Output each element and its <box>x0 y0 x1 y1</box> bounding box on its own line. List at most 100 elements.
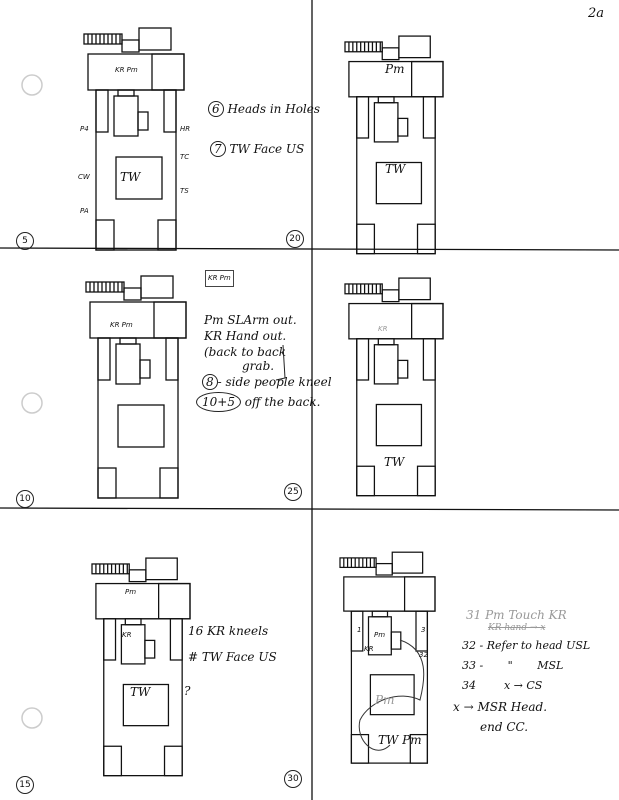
movement-arrow <box>358 639 425 751</box>
stage-diagram-20 <box>344 35 444 255</box>
diagram-label: Pm <box>125 588 137 596</box>
cue-number: 7 <box>210 141 226 157</box>
podium-top <box>124 618 142 626</box>
corner-box-right <box>409 733 429 764</box>
binder-hole <box>21 707 43 729</box>
note: 10+5 off the back. <box>196 392 321 412</box>
diagram-label: TC <box>180 153 190 161</box>
page-label: 2a <box>588 6 605 21</box>
stage-diagram-25 <box>344 277 444 497</box>
note-text: 33 - " MSL <box>462 659 564 672</box>
panel-number: 10 <box>16 490 34 508</box>
panel-number: 20 <box>286 230 304 248</box>
diagram-label: ? <box>184 684 191 698</box>
diagram-label: TW <box>384 455 405 469</box>
note-text: off the back. <box>244 395 321 409</box>
upper-platform <box>391 551 424 574</box>
diagram-label: 1 <box>357 626 362 634</box>
left-wing <box>356 96 370 139</box>
podium-top <box>119 337 137 345</box>
cue-number: 8 <box>202 374 218 390</box>
diagram-label: KR <box>378 325 388 333</box>
corner-box-right <box>163 745 183 777</box>
diagram-label: TW Pm <box>378 733 422 747</box>
center-platform <box>115 156 163 200</box>
corner-box-left <box>356 223 376 255</box>
right-wing <box>422 338 436 381</box>
center-platform <box>117 404 165 448</box>
diagram-label: CW <box>78 173 90 181</box>
diagram-label: TW <box>385 162 406 176</box>
diagram-label: TS <box>180 187 189 195</box>
cue-number: 10+5 <box>196 392 241 412</box>
stage-diagram-10 <box>85 275 187 499</box>
diagram-label: 32 <box>419 651 428 659</box>
corner-box-right <box>416 465 436 497</box>
note-text: TW Face US <box>229 142 305 156</box>
panel-number: 15 <box>16 776 34 794</box>
podium-steps <box>144 639 156 659</box>
diagram-label: TW <box>120 170 141 184</box>
connector <box>381 47 400 61</box>
diagram-label: P4 <box>80 125 89 133</box>
corner-box-left <box>350 733 370 764</box>
divider-horizontal <box>0 507 619 511</box>
left-wing <box>95 89 109 133</box>
right-wing <box>415 610 429 652</box>
upper-platform <box>145 557 178 581</box>
diagram-label: Pm <box>374 631 386 639</box>
binder-holes <box>21 74 43 729</box>
center-platform <box>369 674 415 716</box>
connector <box>381 289 400 303</box>
note-text: Heads in Holes <box>227 102 321 116</box>
note-text: (back to back <box>204 345 287 359</box>
stage-body <box>97 337 179 499</box>
note-text: KR hand → x <box>488 623 546 633</box>
divider-horizontal <box>0 247 619 251</box>
connector <box>128 569 147 583</box>
upper-platform <box>398 35 431 59</box>
diagram-label: Pm <box>375 693 395 707</box>
podium-top <box>371 610 389 618</box>
diagram-label: KR <box>364 645 374 653</box>
note: 8- side people kneel <box>202 374 332 390</box>
staircase <box>344 41 383 53</box>
note-text: x → MSR Head. <box>453 700 548 714</box>
right-wing <box>422 96 436 139</box>
upper-platform <box>140 275 174 299</box>
center-platform <box>375 161 423 205</box>
note-text: # TW Face US <box>188 650 277 664</box>
note-text: grab. <box>242 359 275 373</box>
corner-box-left <box>95 219 115 251</box>
stage-diagram-5 <box>83 27 185 251</box>
staircase <box>344 283 383 295</box>
staircase <box>85 281 125 293</box>
podium-top <box>377 96 395 104</box>
binder-hole <box>21 392 43 414</box>
left-wing <box>97 337 111 381</box>
right-wing <box>169 618 183 661</box>
sketch-label: KR Pm <box>205 270 234 287</box>
corner-box-right <box>157 219 177 251</box>
note: 7 TW Face US <box>210 141 305 157</box>
note-text: 16 KR kneels <box>188 624 269 638</box>
binder-hole <box>21 74 43 96</box>
diagram-label: KR <box>122 631 132 639</box>
stage-body <box>350 610 429 764</box>
staircase <box>91 563 130 575</box>
podium-steps <box>397 117 409 137</box>
note-text: - side people kneel <box>217 375 332 389</box>
diagram-label: TW <box>130 685 151 699</box>
cue-number: 6 <box>208 101 224 117</box>
note-text: KR Hand out. <box>204 329 287 343</box>
diagram-label: HR <box>180 125 191 133</box>
right-wing <box>165 337 179 381</box>
stage-body <box>356 338 436 497</box>
corner-box-right <box>159 467 179 499</box>
podium-steps <box>137 111 149 131</box>
note-text: Pm SLArm out. <box>204 313 297 327</box>
note-text: end CC. <box>480 720 529 734</box>
